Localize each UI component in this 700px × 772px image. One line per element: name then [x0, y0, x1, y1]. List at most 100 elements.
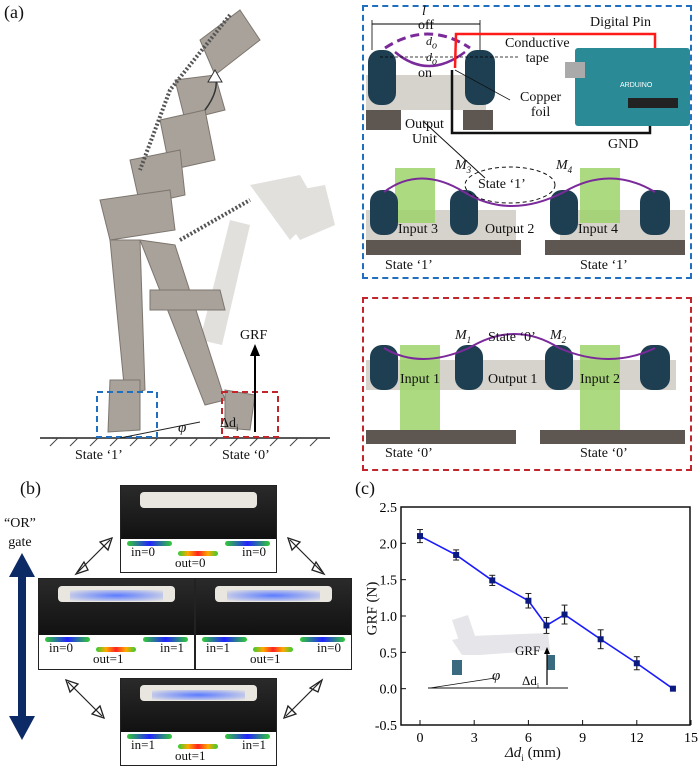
- down-arrowhead: [9, 716, 35, 740]
- y-tick-label: 2.0: [380, 537, 398, 552]
- output-label: out=1: [175, 747, 206, 763]
- data-point: [597, 636, 604, 643]
- input-left-label: in=1: [206, 640, 230, 656]
- d-o-bottom-text: d: [426, 50, 432, 64]
- input-2-label: Input 2: [580, 372, 621, 387]
- right-beam-strain: [300, 636, 345, 642]
- state-0-logic-box: [362, 297, 692, 471]
- panel-label-a: (a): [4, 2, 24, 22]
- right-beam-strain: [225, 541, 270, 547]
- plot-frame: [400, 506, 691, 726]
- logic-state-photo: in=1 out=1 in=1: [120, 678, 277, 766]
- or-gate-label: “OR” gate: [4, 516, 36, 550]
- moment-m2-label: M2: [550, 328, 566, 345]
- logic-state-photo: in=1 out=1 in=0: [195, 578, 352, 670]
- conductive-tape-label: Conductive tape: [505, 36, 570, 66]
- y-axis-label: GRF (N): [364, 581, 381, 636]
- input-left-label: in=0: [131, 544, 155, 560]
- state-0-right-label: State ‘0’: [580, 446, 628, 461]
- output-2-label: Output 2: [485, 222, 535, 237]
- inset-delta-d-label: Δdi: [522, 673, 539, 691]
- inset-grf-label: GRF: [515, 643, 541, 658]
- output-beam-strain: [253, 647, 293, 653]
- input-right-label: in=0: [317, 640, 341, 656]
- output-beam-strain: [178, 551, 218, 557]
- robot-leg-illustration: [40, 9, 335, 447]
- m4-text: M: [556, 158, 568, 173]
- m3-sub: 3: [466, 164, 472, 175]
- ghost-leg: [200, 175, 335, 345]
- device-photo: [121, 486, 276, 540]
- inset-delta-d-text: Δd: [522, 673, 537, 688]
- output-1-label: Output 1: [488, 372, 538, 387]
- x-axis-label-text: Δd: [505, 745, 522, 761]
- output-unit-circuit: [366, 20, 690, 135]
- state-1-units: [366, 121, 685, 255]
- data-point: [417, 533, 423, 540]
- moment-m1-label: M1: [455, 328, 471, 345]
- y-tick-label: 2.5: [380, 501, 398, 516]
- springs: [138, 13, 251, 242]
- length-l-label: l: [422, 4, 426, 19]
- y-tick-label: 1.5: [380, 574, 398, 589]
- x-axis-label-unit: (mm): [523, 745, 561, 761]
- y-tick-label: 0.0: [380, 683, 398, 698]
- grf-label: GRF: [240, 328, 268, 343]
- delta-d-sub: i: [236, 422, 239, 433]
- output-beam-strain: [178, 744, 218, 750]
- panel-label-b: (b): [20, 478, 41, 498]
- y-tick-label: 0.5: [380, 646, 398, 661]
- state-0-mid-label: State ‘0’: [488, 330, 536, 345]
- data-point: [453, 551, 460, 558]
- d-o-bottom-label: do: [426, 50, 437, 67]
- data-point: [633, 660, 640, 667]
- up-arrowhead: [9, 553, 35, 577]
- input-left-label: in=1: [131, 737, 155, 753]
- state-1-left-label: State ‘1’: [385, 258, 433, 273]
- logic-unit-illustrations: [366, 20, 690, 444]
- y-tick-label: 1.0: [380, 610, 398, 625]
- input-4-label: Input 4: [578, 222, 619, 237]
- m1-text: M: [455, 328, 467, 343]
- x-tick-label: 3: [471, 731, 478, 746]
- rotation-arrowhead: [207, 69, 223, 83]
- data-point: [561, 611, 568, 618]
- phi-label: φ: [178, 420, 187, 436]
- device-photo: [121, 679, 276, 733]
- x-axis-label-sub: i: [521, 753, 524, 763]
- chart-inset-illustration: [428, 615, 568, 689]
- off-label: off: [418, 18, 435, 33]
- output-label: out=1: [250, 651, 281, 666]
- copper-foil-label: Copper foil: [520, 90, 562, 120]
- d-o-bottom-sub: o: [432, 56, 437, 68]
- d-o-top-label: do: [426, 34, 437, 51]
- input-1-label: Input 1: [400, 372, 441, 387]
- digital-pin-label: Digital Pin: [590, 15, 652, 30]
- panel-label-c: (c): [355, 478, 375, 498]
- x-tick-label: 0: [417, 731, 424, 746]
- state-ellipse-label: State ‘1’: [478, 177, 526, 192]
- x-tick-label: 12: [630, 731, 644, 746]
- moment-m4-label: M4: [556, 158, 572, 175]
- gnd-label: GND: [608, 137, 639, 152]
- x-tick-label: 15: [684, 731, 698, 746]
- logic-state-photo: in=0 out=0 in=0: [120, 485, 277, 573]
- device-photo: [39, 579, 194, 635]
- output-unit-label: Output Unit: [405, 117, 444, 147]
- input-right-label: in=0: [242, 544, 266, 560]
- input-right-label: in=1: [242, 737, 266, 753]
- state-1-logic-box: [362, 5, 692, 279]
- device: [139, 492, 258, 509]
- device-photo: [196, 579, 351, 635]
- left-beam-strain: [202, 636, 247, 642]
- input-right-label: in=1: [160, 640, 184, 656]
- data-point: [525, 597, 532, 604]
- y-tick-label: -0.5: [375, 719, 397, 734]
- led-glow: [70, 590, 163, 602]
- phi-line: [119, 421, 201, 439]
- m2-sub: 2: [561, 334, 567, 345]
- state-0-left-label: State ‘0’: [385, 446, 433, 461]
- output-label: out=1: [93, 651, 124, 666]
